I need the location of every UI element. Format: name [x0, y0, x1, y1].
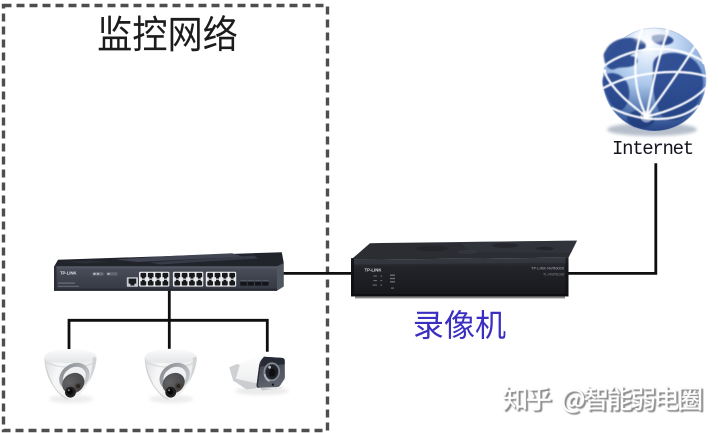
svg-text:TP-LINK NVR6000: TP-LINK NVR6000 [531, 266, 565, 271]
svg-text:TP-LINK: TP-LINK [365, 267, 383, 272]
svg-text:TL-NVR6108: TL-NVR6108 [543, 272, 564, 276]
svg-text:TP-LINK: TP-LINK [60, 270, 77, 275]
